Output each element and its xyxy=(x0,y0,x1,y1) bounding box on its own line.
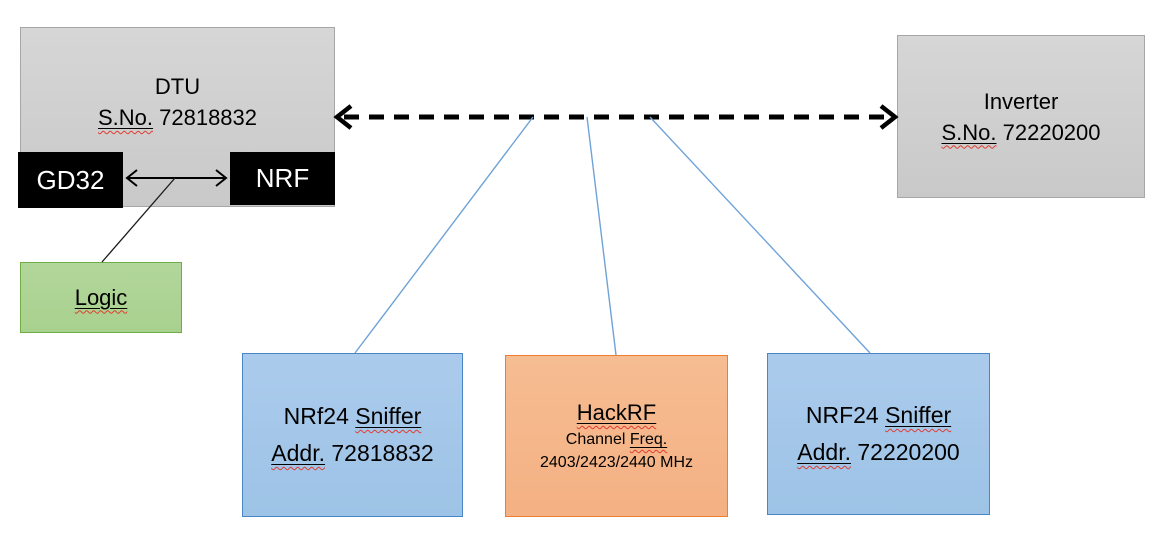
sniffer-left-box: NRf24 Sniffer Addr. 72818832 xyxy=(242,353,463,517)
dtu-serial-label: S.No. xyxy=(97,105,154,130)
hackrf-box: HackRF Channel Freq. 2403/2423/2440 MHz xyxy=(505,355,728,517)
sniffer-right-address: Addr. 72220200 xyxy=(797,434,959,471)
hackrf-freq-word: Freq. xyxy=(629,431,668,448)
sniffer-right-box: NRF24 Sniffer Addr. 72220200 xyxy=(767,353,990,515)
sniffer-left-addr-label: Addr. xyxy=(271,440,325,466)
hackrf-title: HackRF xyxy=(577,398,656,428)
sniffer-left-addr-number: 72818832 xyxy=(324,440,434,466)
sniffer-right-title-word: Sniffer xyxy=(885,402,952,428)
dtu-serial: S.No. 72818832 xyxy=(98,102,257,133)
tap-line-sniffer-left xyxy=(354,116,534,354)
sniffer-left-address: Addr. 72818832 xyxy=(271,435,433,472)
nrf-chip-label: NRF xyxy=(255,163,310,193)
inverter-serial-number: 72220200 xyxy=(996,119,1101,145)
hackrf-title-word: HackRF xyxy=(576,400,657,425)
hackrf-channel-prefix: Channel xyxy=(565,431,630,448)
sniffer-left-title: NRf24 Sniffer xyxy=(284,398,422,435)
sniffer-right-addr-label: Addr. xyxy=(797,439,851,465)
sniffer-right-addr-number: 72220200 xyxy=(850,439,960,465)
sniffer-right-title-prefix: NRF24 xyxy=(805,402,886,428)
dtu-title: DTU xyxy=(154,74,201,99)
hackrf-frequencies: 2403/2423/2440 MHz xyxy=(540,454,693,471)
inverter-title: Inverter xyxy=(983,88,1059,114)
sniffer-left-title-word: Sniffer xyxy=(355,403,422,429)
gd32-chip-box: GD32 xyxy=(18,152,123,208)
logic-label: Logic xyxy=(74,284,128,310)
gd32-label: GD32 xyxy=(36,164,105,195)
sniffer-right-title: NRF24 Sniffer xyxy=(806,397,951,434)
dtu-serial-number: 72818832 xyxy=(153,105,258,130)
inverter-serial: S.No. 72220200 xyxy=(941,117,1100,148)
logic-box: Logic xyxy=(20,262,182,333)
tap-line-hackrf xyxy=(586,116,617,356)
rf-link-arrowhead-left-icon xyxy=(333,104,353,130)
nrf-chip-box: NRF xyxy=(230,152,335,205)
inverter-serial-label: S.No. xyxy=(941,119,997,145)
rf-link-arrowhead-right-icon xyxy=(879,104,899,130)
sniffer-left-title-prefix: NRf24 xyxy=(283,403,356,429)
tap-line-sniffer-right xyxy=(649,116,871,354)
inverter-box: Inverter S.No. 72220200 xyxy=(897,35,1145,198)
hackrf-channel-line: Channel Freq. xyxy=(566,428,667,451)
